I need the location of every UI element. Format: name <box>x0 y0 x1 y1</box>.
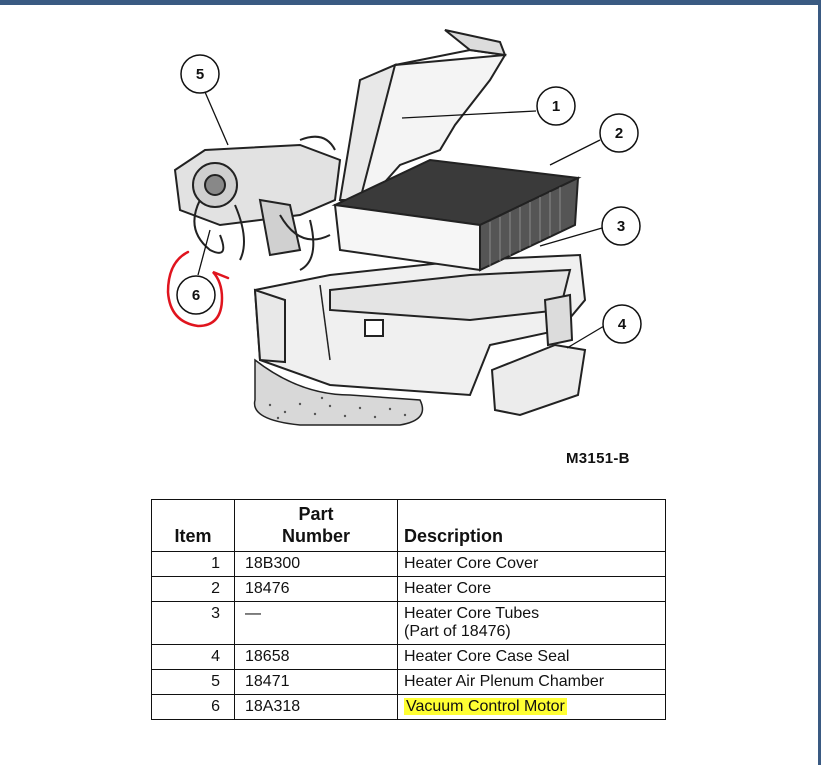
callout-3-label: 3 <box>617 218 625 235</box>
highlighted-description: Vacuum Control Motor <box>404 698 567 715</box>
callout-4-label: 4 <box>618 316 627 333</box>
row-description: Heater Air Plenum Chamber <box>397 669 666 695</box>
table-row: 5 18471 Heater Air Plenum Chamber <box>151 669 666 695</box>
window-top-border <box>0 0 821 5</box>
table-row: 1 18B300 Heater Core Cover <box>151 551 666 577</box>
header-part-line1: Part <box>298 504 334 524</box>
callout-6: 6 <box>176 275 216 315</box>
foam-seal <box>253 358 424 426</box>
row-part-number: 18658 <box>234 644 398 670</box>
plenum-chamber <box>173 135 342 257</box>
heater-core <box>331 158 582 272</box>
callout-leaders <box>197 91 605 349</box>
table-row: 3 — Heater Core Tubes (Part of 18476) <box>151 601 666 645</box>
heater-core-cover <box>338 29 507 212</box>
red-annotation-circle <box>166 250 230 328</box>
row-item: 4 <box>151 644 235 670</box>
callout-5: 5 <box>180 54 220 94</box>
row-part-number: 18476 <box>234 576 398 602</box>
row-part-number: 18A318 <box>234 694 398 720</box>
row-item: 2 <box>151 576 235 602</box>
callout-4: 4 <box>602 304 642 344</box>
callout-1-label: 1 <box>552 98 560 115</box>
table-row: 6 18A318 Vacuum Control Motor <box>151 694 666 720</box>
header-part-number: Part Number <box>234 499 398 552</box>
parts-table: Item Part Number Description 1 18B300 He… <box>151 499 666 720</box>
row-item: 5 <box>151 669 235 695</box>
heater-case <box>253 253 587 397</box>
heater-assembly-diagram: 1 2 3 4 5 6 <box>166 29 642 426</box>
row-description: Heater Core Case Seal <box>397 644 666 670</box>
row-part-number: — <box>234 601 398 645</box>
row-part-number: 18471 <box>234 669 398 695</box>
row-description-line2: (Part of 18476) <box>404 623 511 640</box>
table-header-row: Item Part Number Description <box>151 499 666 552</box>
row-part-number: 18B300 <box>234 551 398 577</box>
row-item: 1 <box>151 551 235 577</box>
callout-3: 3 <box>601 206 641 246</box>
header-item: Item <box>151 499 235 552</box>
callout-2-label: 2 <box>615 125 623 142</box>
header-part-line2: Number <box>281 526 350 546</box>
table-row: 4 18658 Heater Core Case Seal <box>151 644 666 670</box>
vacuum-hoses <box>193 199 331 271</box>
header-description: Description <box>397 499 666 552</box>
callout-5-label: 5 <box>196 66 204 83</box>
row-item: 6 <box>151 694 235 720</box>
row-description: Vacuum Control Motor <box>397 694 666 720</box>
table-row: 2 18476 Heater Core <box>151 576 666 602</box>
row-item: 3 <box>151 601 235 645</box>
window-right-border <box>818 0 821 765</box>
row-description: Heater Core <box>397 576 666 602</box>
row-description: Heater Core Tubes (Part of 18476) <box>397 601 666 645</box>
callout-2: 2 <box>599 113 639 153</box>
row-description-line1: Heater Core Tubes <box>404 605 540 622</box>
case-seal-box <box>490 293 587 417</box>
row-description: Heater Core Cover <box>397 551 666 577</box>
figure-code: M3151-B <box>566 450 630 467</box>
callout-6-label: 6 <box>192 287 200 304</box>
callout-1: 1 <box>536 86 576 126</box>
